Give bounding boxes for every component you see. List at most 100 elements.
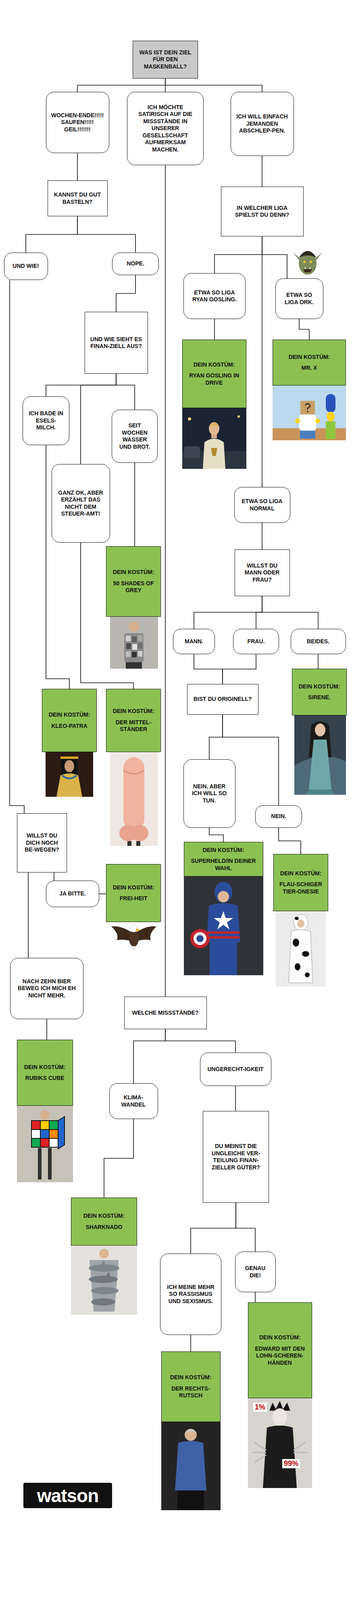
costume-heading: DEIN KOSTÜM:: [109, 885, 158, 893]
node-text: BIST DU ORIGINELL?: [192, 696, 254, 704]
rechtsrutsch-photo: [161, 1422, 221, 1512]
node-text: WAS IST DEIN ZIEL FÜR DEN MASKENBALL?: [137, 49, 193, 71]
costume-box: DEIN KOSTÜM:RYAN GOSLING IN DRIVE: [182, 339, 247, 409]
costume-heading: DEIN KOSTÜM:: [164, 1375, 217, 1383]
answer-bubble: NOPE.: [112, 252, 159, 276]
connector-line: [80, 374, 117, 465]
connector-line: [165, 1030, 236, 1054]
connector-line: [133, 1030, 166, 1085]
node-text: KLIMA-WANDEL: [114, 1095, 153, 1110]
node-text: ICH MÖCHTE SATIRISCH AUF DIE MISSSTÄNDE …: [132, 104, 199, 154]
node-text: UNGERECHT-IGKEIT: [205, 1066, 267, 1075]
costume-heading: DEIN KOSTÜM:: [74, 1213, 134, 1221]
node-text: NOPE.: [117, 260, 154, 268]
node-text: ETWA SO LIGA RYAN GOSLING.: [188, 289, 241, 304]
connector-line: [193, 596, 263, 630]
costume-heading: DEIN KOSTÜM:: [295, 683, 344, 692]
connector-line: [317, 654, 319, 670]
costume-box: DEIN KOSTÜM:SHARKNADO: [70, 1198, 138, 1247]
connector-line: [53, 873, 55, 882]
node-text: DU MEINST DIE UNGLEICHE VER-TEILUNG FINA…: [208, 1143, 264, 1173]
answer-bubble: ICH MÖCHTE SATIRISCH AUF DIE MISSSTÄNDE …: [127, 91, 204, 166]
connector-line: [190, 1203, 236, 1255]
question-box: IN WELCHER LIGA SPIELST DU DENN?: [220, 186, 304, 237]
logo-wordmark: watson: [23, 1484, 113, 1510]
sharknado-photo: [70, 1246, 138, 1317]
answer-bubble: NEIN.: [255, 806, 303, 829]
costume-name: SIRENE.: [295, 694, 344, 702]
connector-line: [104, 1120, 134, 1199]
answer-bubble: KLIMA-WANDEL: [109, 1084, 159, 1121]
costume-box: DEIN KOSTÜM:MR. X: [272, 339, 346, 386]
costume-heading: DEIN KOSTÜM:: [109, 708, 158, 716]
costume-name: 50 SHADES OF GREY: [109, 580, 158, 595]
rubiks-cube-photo: [16, 1106, 73, 1184]
node-text: GENAU DIE!: [240, 1266, 271, 1281]
costume-name: SUPERHELD/IN DEINER WAHL: [187, 858, 260, 873]
node-text: FRAU.: [238, 638, 274, 646]
question-box: BIST DU ORIGINELL?: [187, 684, 259, 716]
node-text: JA BITTE.: [51, 891, 94, 899]
siren-photo: [294, 716, 346, 796]
connector-line: [235, 1203, 256, 1253]
node-text: ICH WILL EINFACH JEMANDEN ABSCHLEP-PEN.: [235, 113, 289, 135]
costume-name: DER MITTEL-STÄNDER: [109, 719, 158, 734]
connector-line: [25, 216, 78, 253]
node-text: ETWA SO LIGA ORK.: [280, 291, 319, 307]
node-text: KANNST DU GUT BASTELN?: [52, 191, 103, 206]
costume-box: DEIN KOSTÜM: DER MITTEL-STÄNDER: [106, 689, 161, 753]
answer-bubble: FRAU.: [233, 629, 280, 655]
connector-line: [262, 596, 319, 630]
node-text: MANN.: [178, 638, 210, 646]
costume-box: DEIN KOSTÜM:50 SHADES OF GREY: [106, 546, 161, 618]
node-text: WILLST DU MANN ODER FRAU?: [239, 562, 285, 585]
node-text: WOCHEN-ENDE!!!!! SAUFEN!!!!! GEIL!!!!!!!: [51, 112, 105, 134]
costume-box: DEIN KOSTÜM: DER RECHTS-RUTSCH: [161, 1352, 221, 1424]
answer-bubble: WOCHEN-ENDE!!!!! SAUFEN!!!!! GEIL!!!!!!!: [45, 91, 110, 154]
node-text: UND WIE SIEHT ES FINAN-ZIELL AUS?: [89, 336, 143, 351]
costume-name: FREI-HEIT: [109, 895, 158, 904]
connector-line: [214, 236, 263, 274]
costume-name: MR. X: [276, 364, 343, 373]
cow-onesie-photo: [275, 912, 326, 988]
answer-bubble: UND WIE!: [4, 252, 48, 281]
connector-line: [261, 236, 263, 488]
answer-bubble: BEIDES.: [290, 629, 346, 655]
node-text: ETWA SO LIGA NORMAL: [239, 498, 286, 513]
answer-bubble: GANZ OK, ABER ERZÄHLT DAS NICHT DEM STEU…: [51, 464, 111, 544]
connector-line: [164, 165, 166, 998]
answer-bubble: MANN.: [172, 629, 215, 655]
question-box: WELCHE MISSSTÄNDE?: [124, 997, 207, 1031]
connector-line: [278, 828, 301, 855]
connector-line: [27, 873, 29, 959]
connector-line: [77, 153, 78, 181]
costume-box: DEIN KOSTÜM:EDWARD MIT DEN LOHN-SCHEREN-…: [247, 1303, 313, 1400]
costume-box: DEIN KOSTÜM:RUBIKS CUBE: [16, 1040, 73, 1107]
connector-line: [116, 275, 136, 313]
costume-box: DEIN KOSTÜM:KLEO-PATRA: [41, 689, 97, 753]
connector-line: [222, 654, 257, 685]
question-box: UND WIE SIEHT ES FINAN-ZIELL AUS?: [84, 312, 148, 375]
mittelstaender-photo: [110, 752, 159, 847]
grey-shades-photo: [110, 617, 159, 670]
connector-line: [256, 596, 263, 630]
connector-line: [193, 654, 223, 685]
node-text: NACH ZEHN BIER BEWEG ICH MICH EH NICHT M…: [15, 978, 79, 1001]
costume-name: DER RECHTS-RUTSCH: [164, 1386, 217, 1401]
connector-line: [254, 1293, 256, 1304]
connector-line: [99, 894, 107, 896]
connector-line: [214, 319, 215, 340]
connector-line: [116, 374, 135, 411]
cleopatra-photo: [45, 752, 94, 798]
connector-line: [261, 156, 263, 187]
costume-box: DEIN KOSTÜM:FLAU-SCHIGER TIER-ONESIE: [273, 854, 329, 913]
question-box: KANNST DU GUT BASTELN?: [47, 180, 108, 217]
node-text: NEIN. ABER ICH WILL SO TUN.: [188, 783, 231, 806]
costume-heading: DEIN KOSTÜM:: [277, 870, 325, 879]
answer-bubble: ICH BADE IN ESELS-MILCH.: [22, 396, 70, 446]
node-text: GANZ OK, ABER ERZÄHLT DAS NICHT DEM STEU…: [56, 489, 105, 519]
node-text: WILLST DU DICH NOCH BE-WEGEN?: [22, 833, 62, 855]
superhero-photo: [183, 877, 264, 977]
connector-line: [9, 280, 25, 815]
